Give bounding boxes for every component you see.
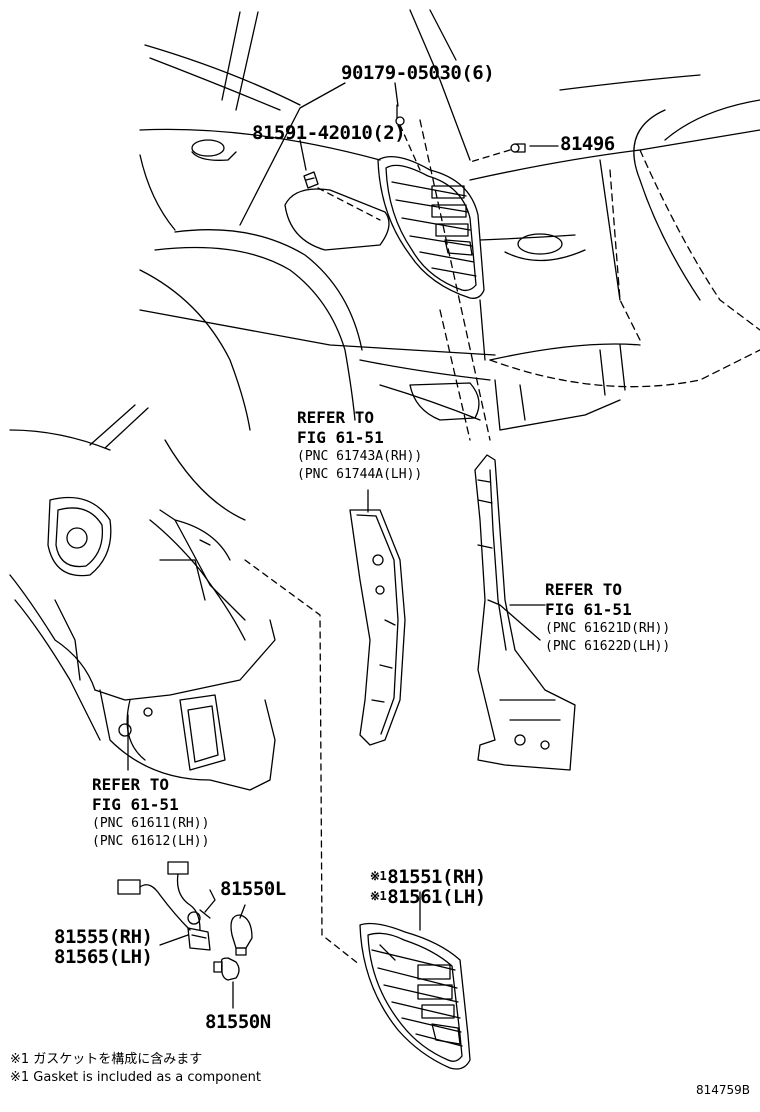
pillar-piece: [474, 454, 576, 771]
vehicle-hidden-lines: [419, 119, 760, 441]
refer-pnc-rh: (PNC 61743A(RH)): [297, 449, 423, 464]
part-number-81551-rh[interactable]: ※181551(RH): [370, 866, 486, 888]
part-number-81550N[interactable]: 81550N: [205, 1011, 271, 1033]
part-number-81555-rh[interactable]: 81555(RH): [54, 926, 153, 948]
bulb-81550N: [213, 957, 240, 981]
part-number-81591-42010[interactable]: 81591-42010(2): [252, 122, 406, 144]
tail-lamp-installed: [377, 156, 485, 299]
refer-pnc-lh: (PNC 61612(LH)): [92, 834, 210, 849]
part-number-90179-05030[interactable]: 90179-05030(6): [341, 62, 495, 84]
part-number-81496[interactable]: 81496: [560, 133, 615, 155]
refer-fig[interactable]: FIG 61-51: [92, 795, 179, 814]
refer-block-extension: REFER TO FIG 61-51 (PNC 61743A(RH)) (PNC…: [297, 408, 422, 484]
vehicle-rear-body: [139, 9, 760, 431]
refer-pnc-rh: (PNC 61621D(RH)): [545, 621, 671, 636]
part-number-81561-lh[interactable]: ※181561(LH): [370, 886, 486, 908]
refer-pnc-lh: (PNC 61622D(LH)): [545, 639, 671, 654]
socket-wire-assembly: [117, 861, 216, 951]
refer-line[interactable]: REFER TO: [297, 408, 375, 427]
leader-lines-bottom: [159, 891, 421, 1009]
refer-line[interactable]: REFER TO: [92, 775, 170, 794]
leader-lines-middle: [127, 489, 546, 771]
refer-pnc-rh: (PNC 61611(RH)): [92, 816, 210, 831]
quarter-inner-panel: [9, 404, 276, 791]
refer-fig[interactable]: FIG 61-51: [545, 600, 632, 619]
refer-pnc-lh: (PNC 61744A(LH)): [297, 467, 423, 482]
bulb-81550L: [230, 914, 253, 956]
extension-piece: [349, 509, 406, 746]
gasket-mark: ※1: [370, 869, 387, 883]
fastener-guides: [317, 124, 511, 221]
note-english: ※1 Gasket is included as a component: [10, 1070, 261, 1085]
leader-lines-top: [239, 82, 559, 226]
tail-lamp-assembly: [359, 922, 471, 1070]
part-number-81550L[interactable]: 81550L: [220, 878, 286, 900]
clip-screws: [303, 104, 526, 189]
figure-code: 814759B: [696, 1083, 751, 1097]
part-number-81565-lh[interactable]: 81565(LH): [54, 946, 153, 968]
gasket-mark: ※1: [370, 889, 387, 903]
panel-dashed: [244, 559, 361, 966]
refer-line[interactable]: REFER TO: [545, 580, 623, 599]
refer-fig[interactable]: FIG 61-51: [297, 428, 384, 447]
refer-block-pillar: REFER TO FIG 61-51 (PNC 61621D(RH)) (PNC…: [545, 580, 670, 656]
refer-block-quarter-panel: REFER TO FIG 61-51 (PNC 61611(RH)) (PNC …: [92, 775, 209, 851]
note-japanese: ※1 ガスケットを構成に含みます: [10, 1052, 203, 1067]
